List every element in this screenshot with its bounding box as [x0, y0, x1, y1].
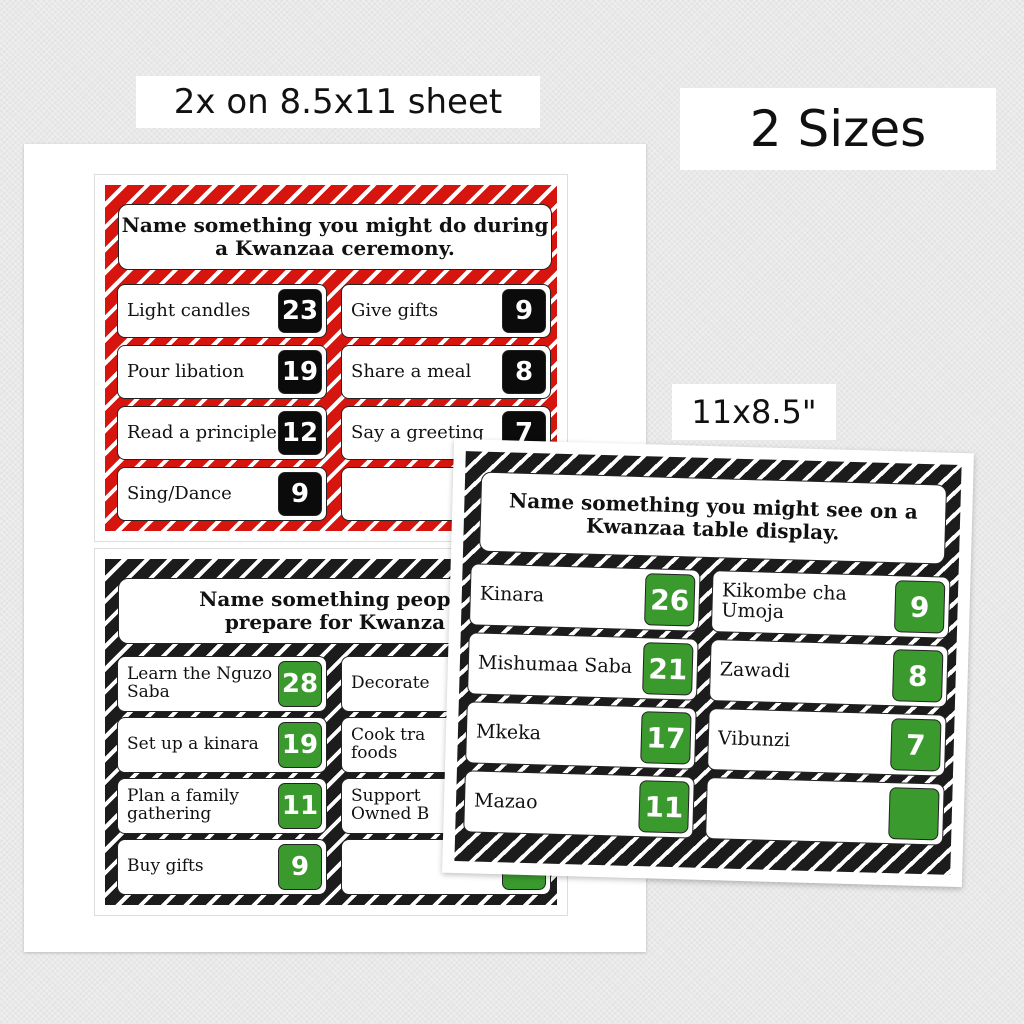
answer-4: Share a meal 8: [341, 345, 551, 399]
question-ceremony: Name something you might do during a Kwa…: [118, 204, 552, 270]
points-badge: 9: [278, 472, 322, 516]
points-badge: 9: [502, 289, 546, 333]
answer-text: Mkeka: [475, 720, 542, 745]
answer-1: Light candles 23: [117, 284, 327, 338]
answer-7: Buy gifts 9: [117, 839, 327, 895]
answer-1: Learn the Nguzo Saba 28: [117, 656, 327, 712]
question-text: Name something you might see on a Kwanza…: [508, 488, 919, 545]
answer-3: Set up a kinara 19: [117, 717, 327, 773]
points-badge: 12: [278, 411, 322, 455]
points-badge: 23: [278, 289, 322, 333]
answer-2: Give gifts 9: [341, 284, 551, 338]
answer-text: Share a meal: [351, 360, 472, 382]
answer-8-empty: [705, 777, 945, 846]
points-badge-empty: [888, 787, 940, 841]
answer-3: Mishumaa Saba 21: [467, 632, 699, 701]
size-label-two-sizes: 2 Sizes: [680, 88, 996, 170]
answer-text: Support Owned B: [351, 786, 430, 824]
answer-text: Plan a family gathering: [127, 786, 239, 824]
answer-5: Mkeka 17: [465, 701, 697, 770]
answer-text: Set up a kinara: [127, 734, 259, 755]
points-badge: 11: [278, 783, 322, 829]
points-badge: 19: [278, 722, 322, 768]
answer-text: Give gifts: [351, 299, 439, 321]
answer-4: Zawadi 8: [708, 639, 949, 708]
answer-2: Kikombe cha Umoja 9: [710, 570, 951, 639]
answer-5: Read a principle 12: [117, 406, 327, 460]
size-label-landscape: 11x8.5": [672, 384, 836, 440]
answer-7: Mazao 11: [463, 770, 695, 839]
answer-text: Pour libation: [127, 360, 245, 382]
answer-text: Mishumaa Saba: [477, 651, 633, 678]
points-badge: 21: [642, 642, 694, 696]
answer-text: Light candles: [127, 299, 251, 321]
points-badge: 11: [638, 780, 690, 834]
answer-text: Learn the Nguzo Saba: [127, 664, 273, 702]
answer-text: Vibunzi: [717, 727, 791, 752]
answer-text: Cook tra foods: [351, 725, 426, 763]
points-badge: 9: [893, 580, 946, 634]
answer-5: Plan a family gathering 11: [117, 778, 327, 834]
question-text: Name something you might do during a Kwa…: [121, 213, 549, 260]
answer-6: Vibunzi 7: [707, 708, 947, 777]
points-badge: 9: [278, 844, 322, 890]
question-table-display: Name something you might see on a Kwanza…: [479, 471, 948, 565]
points-badge: 19: [278, 350, 322, 394]
answer-3: Pour libation 19: [117, 345, 327, 399]
points-badge: 8: [892, 649, 944, 703]
question-text: Name something people prepare for Kwanza: [199, 587, 471, 634]
points-badge: 17: [640, 711, 692, 765]
answer-text: Read a principle: [127, 421, 277, 443]
card-table-display: Name something you might see on a Kwanza…: [442, 438, 974, 888]
answer-text: Sing/Dance: [127, 482, 232, 504]
points-badge: 28: [278, 661, 322, 707]
points-badge: 7: [890, 718, 942, 772]
size-label-sheet: 2x on 8.5x11 sheet: [136, 76, 540, 128]
answer-text: Say a greeting: [351, 421, 484, 443]
card-prepare: Name something people prepare for Kwanza…: [94, 548, 568, 916]
answer-text: Zawadi: [719, 658, 791, 683]
answer-text: Kikombe cha Umoja: [721, 579, 848, 624]
answer-text: Kinara: [479, 582, 545, 607]
answer-text: Buy gifts: [127, 856, 204, 877]
points-badge: 8: [502, 350, 546, 394]
answer-1: Kinara 26: [468, 563, 701, 632]
answer-text: Decorate: [351, 673, 430, 694]
points-badge: 26: [644, 573, 696, 627]
answer-7: Sing/Dance 9: [117, 467, 327, 521]
answer-text: Mazao: [473, 789, 538, 814]
